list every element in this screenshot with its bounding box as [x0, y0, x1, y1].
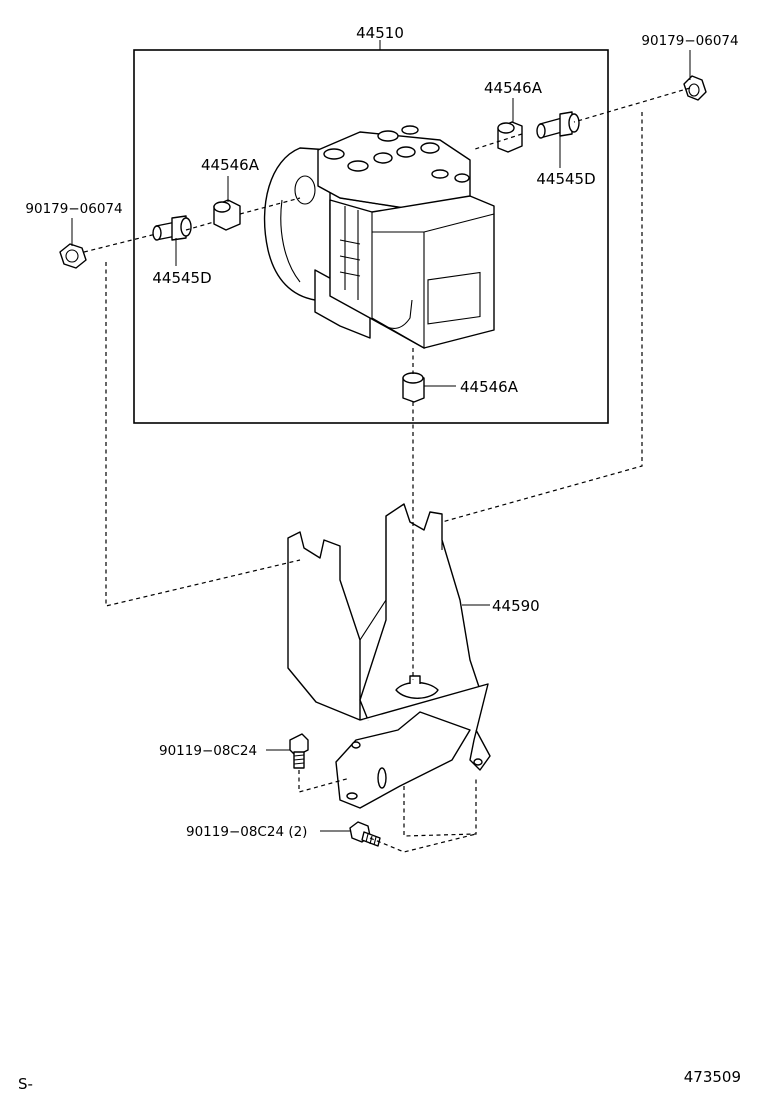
nut-top-right[interactable]	[683, 75, 707, 101]
assembly-dashed-lines	[83, 87, 691, 853]
label-bolt-double: 90119−08C24 (2)	[186, 824, 307, 840]
label-44510: 44510	[356, 24, 404, 42]
label-nut-top-right: 90179−06074	[641, 33, 738, 49]
cushion-top[interactable]	[497, 121, 523, 153]
nut-left[interactable]	[59, 243, 87, 269]
footer-left-code: S-	[18, 1075, 33, 1093]
abs-actuator-assembly[interactable]	[263, 125, 495, 349]
leader-lines	[71, 50, 691, 832]
label-nut-left: 90179−06074	[25, 201, 122, 217]
label-cushion-left: 44546A	[201, 156, 260, 174]
diagram-number: 473509	[684, 1068, 741, 1086]
cushion-left[interactable]	[213, 199, 241, 231]
bolt-right[interactable]	[536, 111, 580, 139]
bolt-left[interactable]	[152, 215, 192, 241]
mounting-bracket[interactable]	[287, 503, 491, 809]
cushion-bottom[interactable]	[402, 372, 425, 403]
brake-line-fittings	[323, 125, 470, 183]
label-cushion-top: 44546A	[484, 79, 543, 97]
label-bolt-right: 44545D	[536, 170, 595, 188]
bracket-bolt-double[interactable]	[349, 821, 381, 847]
label-bolt-single: 90119−08C24	[159, 743, 257, 759]
assembly-frame	[133, 49, 609, 424]
ecu-label-plate	[427, 271, 481, 325]
label-bolt-left: 44545D	[152, 269, 211, 287]
label-cushion-bottom: 44546A	[460, 378, 519, 396]
label-44590: 44590	[492, 597, 540, 615]
bracket-bolt-single[interactable]	[289, 733, 309, 769]
